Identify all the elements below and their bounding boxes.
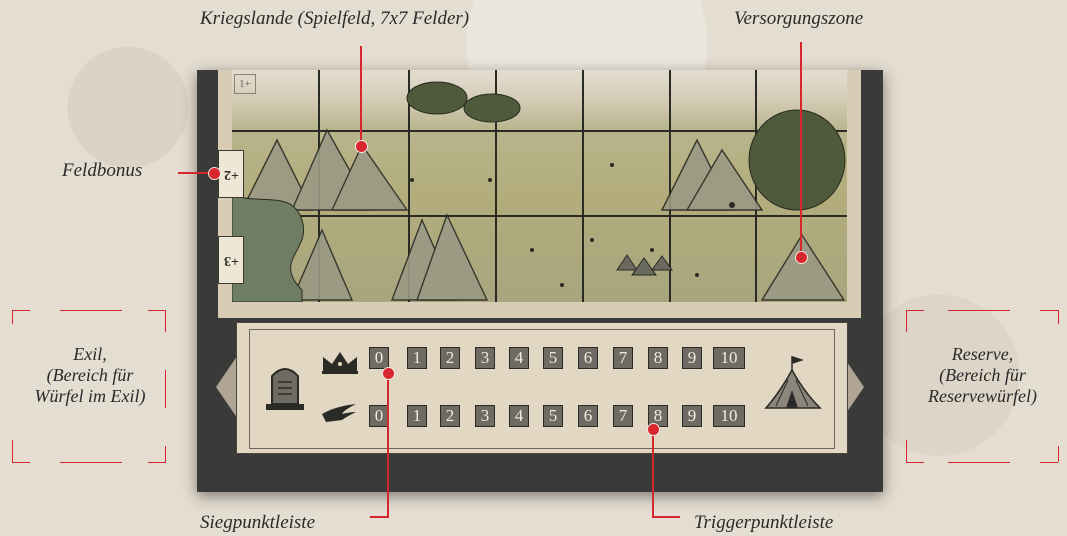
leader-kriegslande xyxy=(360,46,362,146)
triggerpunkt-cell: 3 xyxy=(475,405,495,427)
label-versorgungszone: Versorgungszone xyxy=(734,8,863,30)
claw-icon xyxy=(318,400,360,426)
edge-bonus-plus2: +2 xyxy=(218,150,244,198)
triggerpunkt-cell: 9 xyxy=(682,405,702,427)
triggerpunkt-cell: 10 xyxy=(713,405,745,427)
triggerpunkt-cell: 0 xyxy=(369,405,389,427)
edge-bonus-label: +3 xyxy=(224,252,239,268)
siegpunkt-cell: 6 xyxy=(578,347,598,369)
siegpunkt-cell: 1 xyxy=(407,347,427,369)
edge-bonus-plus3: +3 xyxy=(218,236,244,284)
siegpunkt-cell: 10 xyxy=(713,347,745,369)
gravestone-icon xyxy=(264,362,306,412)
leader-siegpunkt xyxy=(387,372,389,517)
crown-icon xyxy=(320,349,360,375)
triggerpunkt-cell: 1 xyxy=(407,405,427,427)
label-reserve: Reserve, (Bereich für Reservewürfel) xyxy=(905,344,1060,407)
triggerpunkt-cell: 2 xyxy=(440,405,460,427)
label-exil: Exil, (Bereich für Würfel im Exil) xyxy=(10,344,170,407)
label-siegpunktleiste: Siegpunktleiste xyxy=(200,512,315,534)
edge-bonus-label: +2 xyxy=(224,166,239,182)
leader-versorgung xyxy=(800,42,802,254)
siegpunkt-cell: 0 xyxy=(369,347,389,369)
triggerpunkt-cell: 5 xyxy=(543,405,563,427)
triggerpunkt-cell: 6 xyxy=(578,405,598,427)
tent-icon xyxy=(762,352,824,412)
label-triggerpunktleiste: Triggerpunktleiste xyxy=(694,512,833,534)
label-feldbonus: Feldbonus xyxy=(62,160,142,182)
siegpunkt-cell: 4 xyxy=(509,347,529,369)
siegpunkt-cell: 8 xyxy=(648,347,668,369)
label-kriegslande: Kriegslande (Spielfeld, 7x7 Felder) xyxy=(200,8,469,30)
bracket-exil xyxy=(12,310,30,311)
siegpunkt-cell: 3 xyxy=(475,347,495,369)
siegpunkt-cell: 2 xyxy=(440,347,460,369)
kriegslande-map: 1+ xyxy=(232,70,847,302)
track-panel xyxy=(236,322,848,454)
triggerpunkt-cell: 7 xyxy=(613,405,633,427)
terrain-illustration xyxy=(232,70,847,302)
siegpunkt-cell: 9 xyxy=(682,347,702,369)
bracket-reserve xyxy=(906,310,924,311)
corner-bonus: 1+ xyxy=(234,74,256,94)
triggerpunkt-cell: 4 xyxy=(509,405,529,427)
leader-trigger xyxy=(652,430,654,517)
siegpunkt-cell: 7 xyxy=(613,347,633,369)
siegpunkt-cell: 5 xyxy=(543,347,563,369)
